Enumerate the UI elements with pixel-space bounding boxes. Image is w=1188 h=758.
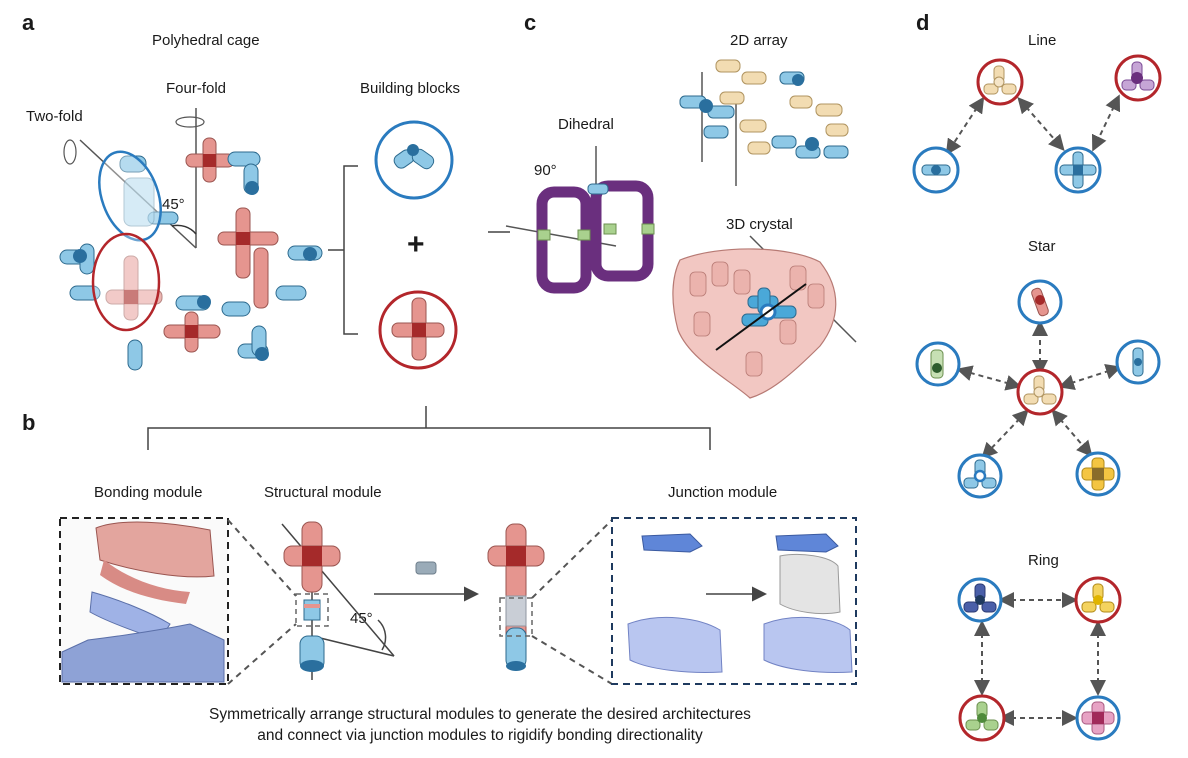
panel-letter-c: c [524,10,537,35]
cage-angle-label: 45° [162,196,185,213]
plus-sign: + [407,228,425,261]
zoom-line-bonding-bottom [227,623,297,685]
caption-line-1: Symmetrically arrange structural modules… [209,706,751,723]
bonding-module-label: Bonding module [94,484,203,501]
dihedral-structure [505,146,655,294]
panel-letter-d: d [916,10,930,35]
building-blocks-label: Building blocks [360,80,461,97]
bonding-module-view [59,517,229,685]
junction-module-label: Junction module [668,484,778,501]
crystal-3d [672,235,857,399]
panel-letter-a: a [22,10,35,35]
line-topology [912,54,1162,194]
ring-topology [957,576,1122,742]
line-label: Line [1028,32,1057,49]
building-block-elbow [374,120,454,200]
junction-piece [415,561,437,575]
star-topology [915,279,1161,499]
assembled-module [487,523,545,671]
polyhedral-cage [59,108,323,371]
crystal-3d-label: 3D crystal [726,216,793,233]
structural-module-label: Structural module [264,484,382,501]
building-blocks-bracket [328,165,358,335]
panel-b-bracket [147,406,711,450]
junction-module-view [611,517,857,685]
array-2d [679,59,849,186]
caption-line-2: and connect via junction modules to rigi… [257,727,703,744]
ring-label: Ring [1028,552,1059,569]
panel-letter-b: b [22,410,36,435]
building-block-cross [378,290,458,370]
dihedral-angle-label: 90° [534,162,557,179]
two-fold-label: Two-fold [26,108,83,125]
zoom-line-bonding-top [227,519,297,597]
polyhedral-cage-title: Polyhedral cage [152,32,260,49]
zoom-line-junction-bottom [531,635,613,685]
star-label: Star [1028,238,1056,255]
zoom-line-junction-top [531,519,613,599]
dihedral-label: Dihedral [558,116,614,133]
array-2d-label: 2D array [730,32,788,49]
four-fold-label: Four-fold [166,80,227,97]
structural-module [281,521,395,680]
